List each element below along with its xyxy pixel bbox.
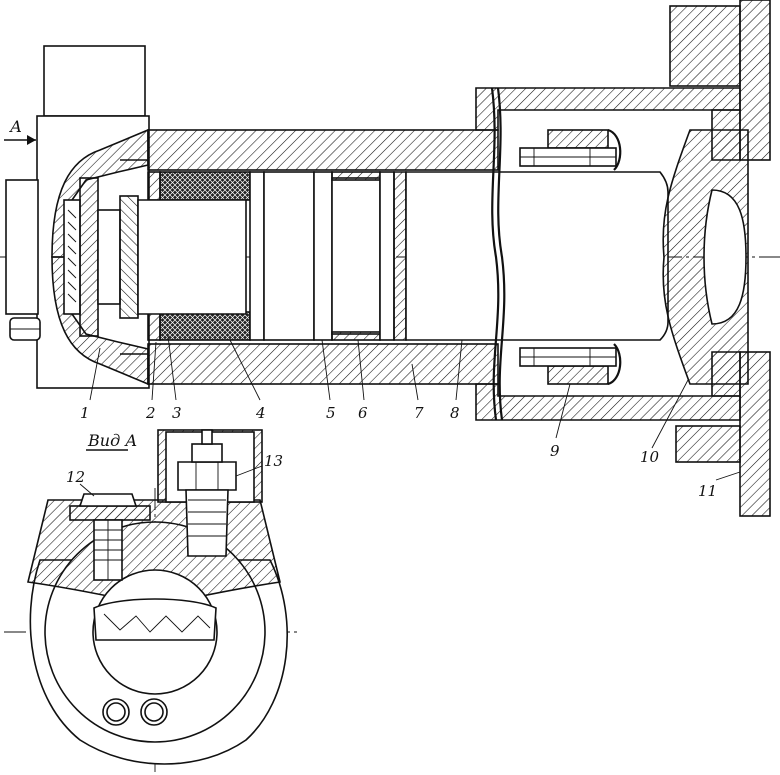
bolt-hole-left: [102, 698, 130, 726]
callout-4: 4: [255, 404, 266, 422]
plunger: [137, 171, 669, 341]
callout-2: 2: [145, 404, 156, 422]
bolt-hole-right: [140, 698, 168, 726]
callout-7: 7: [414, 404, 424, 422]
callout-9: 9: [550, 442, 560, 460]
view-arrow-label: А: [9, 117, 22, 136]
callout-3: 3: [172, 404, 182, 422]
part-12-screw: [69, 493, 151, 581]
break-line-2: [496, 87, 506, 421]
callout-6: 6: [358, 404, 368, 422]
break-line-1: [490, 87, 500, 421]
main-section-view: А 1 2 3 4 5 6 7 8 9 10 11: [0, 0, 780, 517]
callout-1: 1: [80, 404, 90, 422]
callout-13: 13: [264, 452, 283, 470]
part-10-end-plug: [662, 129, 749, 385]
view-a-title: Вид А: [87, 431, 137, 450]
parts-2-4-packing: [147, 171, 251, 341]
leader-lines: [89, 335, 741, 481]
part-13-fitting: [157, 429, 263, 557]
view-a: Вид А: [4, 429, 300, 772]
callout-5: 5: [326, 404, 336, 422]
callout-10: 10: [640, 448, 660, 466]
cap-top-boss: [43, 45, 146, 117]
callout-8: 8: [450, 404, 460, 422]
callout-11: 11: [698, 482, 717, 500]
callout-12: 12: [66, 468, 85, 486]
part-9-bushings: [519, 128, 622, 386]
inner-fitting: [63, 177, 139, 337]
